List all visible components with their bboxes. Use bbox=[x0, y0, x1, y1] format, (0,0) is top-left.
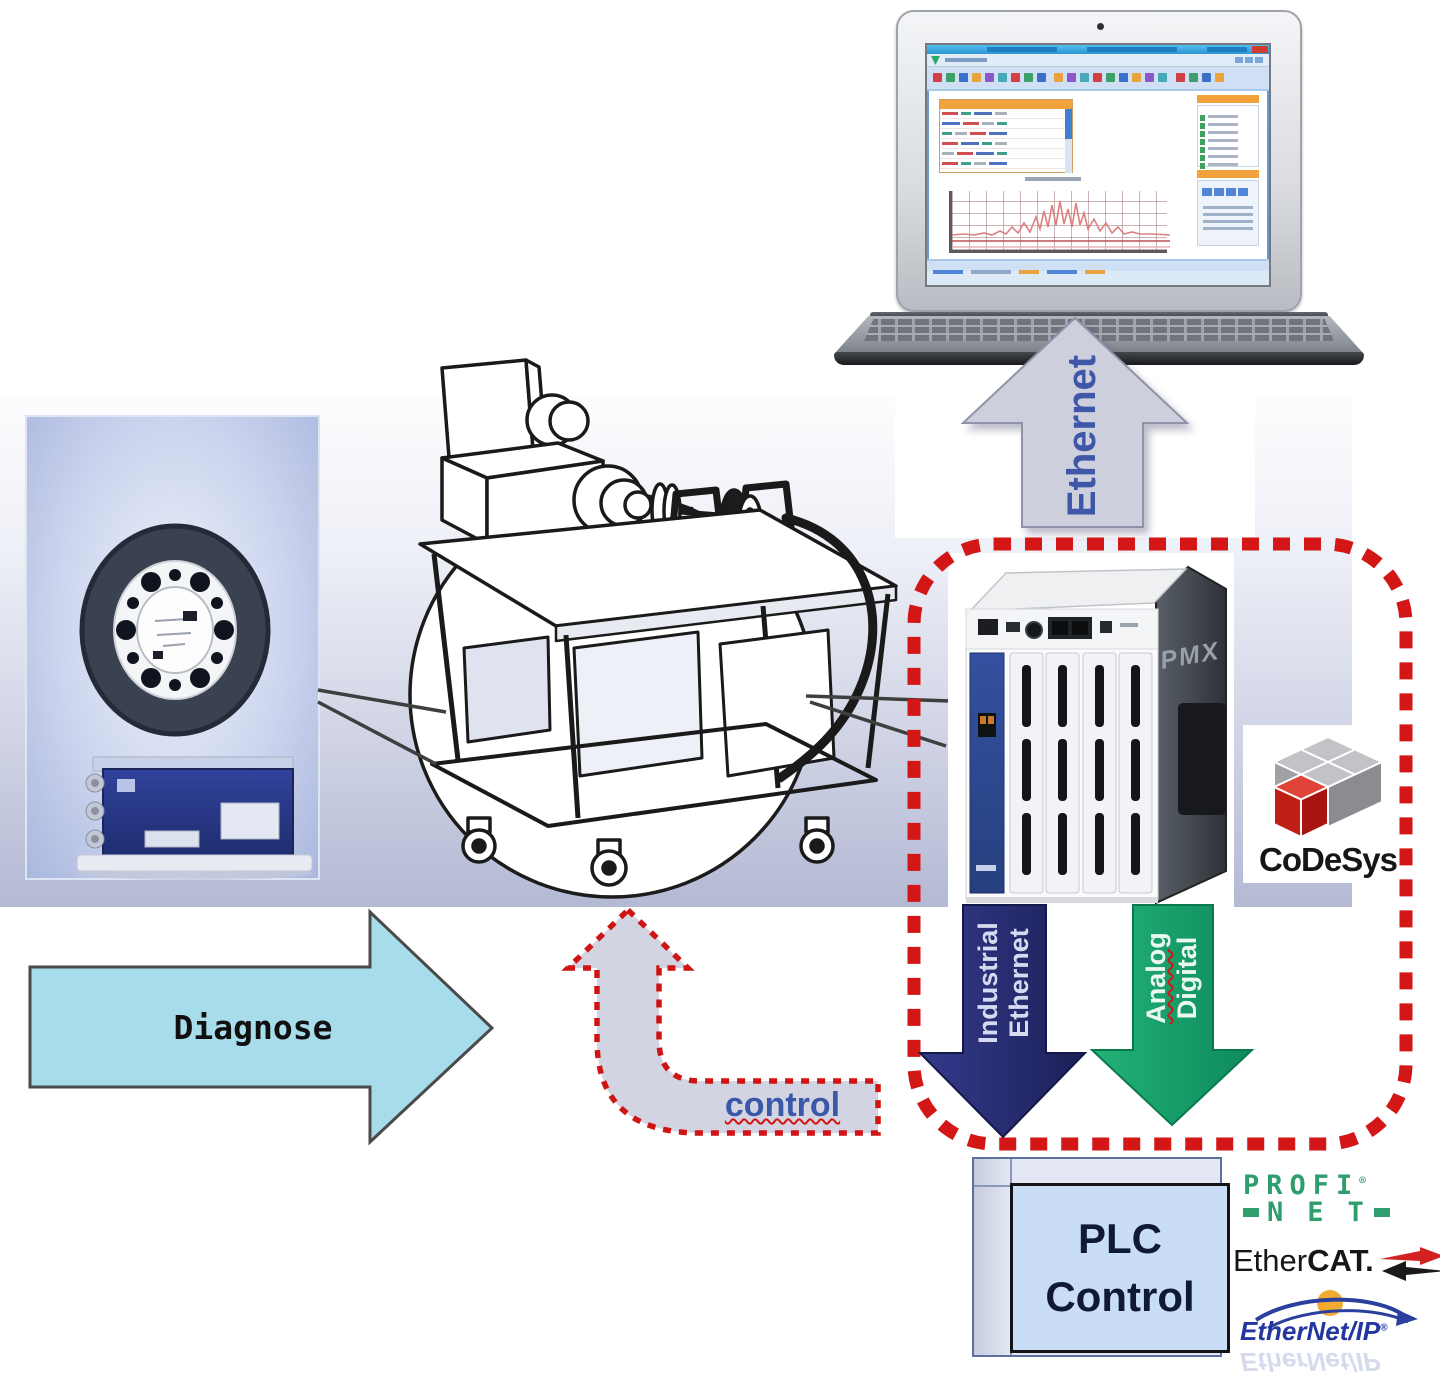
ethernet-ip-text: EtherNet/IP bbox=[1240, 1316, 1381, 1346]
test-bench-drawing bbox=[408, 358, 898, 899]
plc-label-line1: PLC bbox=[1078, 1215, 1162, 1262]
pmx-side-cutout bbox=[1178, 703, 1226, 815]
profinet-reg: ® bbox=[1359, 1174, 1366, 1187]
table-scrollbar bbox=[1065, 109, 1072, 173]
app-titlebar bbox=[927, 45, 1269, 54]
signal-chart bbox=[949, 191, 1171, 253]
flange-bolt-holes bbox=[116, 569, 234, 691]
torque-sensor-photo bbox=[25, 415, 320, 880]
profinet-bar-icon bbox=[1373, 1208, 1390, 1217]
side-panel bbox=[1197, 95, 1259, 253]
ethernet-arrow-label: Ethernet bbox=[1059, 354, 1104, 518]
webcam-icon bbox=[1097, 23, 1104, 30]
analog-label: Analog bbox=[1141, 932, 1171, 1024]
pmx-device bbox=[965, 565, 1227, 905]
diagnose-arrow bbox=[28, 908, 495, 1146]
pmx-cpu-module bbox=[969, 652, 1005, 894]
app-logo-icon bbox=[931, 56, 940, 65]
ethernet-ip-reg: ® bbox=[1380, 1322, 1388, 1334]
codesys-label: CoDeSys bbox=[1259, 841, 1398, 878]
properties-panel bbox=[1197, 180, 1259, 246]
ethercat-arrows-icon bbox=[1380, 1246, 1440, 1281]
app-workspace bbox=[927, 91, 1269, 259]
channel-table bbox=[939, 99, 1073, 173]
codesys-logo: CoDeSys bbox=[1243, 725, 1413, 883]
industrial-ethernet-label: Industrial Ethernet bbox=[971, 898, 1037, 1068]
app-menubar bbox=[927, 54, 1269, 67]
torque-flange-illustration bbox=[76, 523, 313, 880]
bench-machine bbox=[418, 358, 898, 887]
amplifier-label bbox=[220, 802, 280, 840]
window-controls-icon bbox=[1235, 57, 1265, 63]
profinet-row2: NET bbox=[1267, 1197, 1388, 1228]
ethercat-part1: Ether bbox=[1233, 1243, 1308, 1278]
analog-digital-arrow bbox=[1089, 904, 1255, 1127]
table-header bbox=[940, 100, 1072, 109]
pmx-top-face bbox=[968, 568, 1188, 612]
ethernet-ip-label: EtherNet/IP® bbox=[1240, 1316, 1388, 1347]
base-plate bbox=[76, 854, 313, 872]
plc-control-box: PLC Control bbox=[1010, 1183, 1230, 1353]
ethernet-ip-reflection: EtherNet/IP bbox=[1240, 1347, 1381, 1375]
ethernet-ip-swoosh-icon bbox=[1254, 1290, 1418, 1330]
chart-title-bar bbox=[1025, 177, 1081, 181]
laptop bbox=[896, 10, 1302, 312]
digital-label: Digital bbox=[1172, 936, 1202, 1020]
control-label-text: control bbox=[724, 1086, 841, 1124]
pmx-controller-photo: PMX bbox=[948, 553, 1234, 907]
ethernet-arrow bbox=[960, 316, 1190, 528]
control-arrow-label: control bbox=[690, 1086, 875, 1125]
codesys-cube-icon bbox=[1271, 735, 1385, 839]
close-icon bbox=[1252, 46, 1268, 53]
ethercat-logo: EtherCAT. bbox=[1233, 1243, 1440, 1287]
app-toolbar bbox=[927, 67, 1269, 91]
profinet-row1: PROFI bbox=[1243, 1170, 1360, 1201]
industrial-ethernet-line1: Industrial bbox=[973, 922, 1003, 1044]
industrial-ethernet-arrow bbox=[917, 904, 1088, 1139]
ethercat-part2: CAT. bbox=[1307, 1243, 1374, 1278]
amplifier-connectors bbox=[85, 773, 105, 849]
profinet-bar-icon bbox=[1243, 1208, 1259, 1217]
industrial-ethernet-line2: Ethernet bbox=[1004, 928, 1034, 1038]
app-statusbar bbox=[927, 259, 1269, 274]
profinet-logo: PROFI® NET bbox=[1243, 1170, 1411, 1228]
ethernet-ip-logo: EtherNet/IP® EtherNet/IP bbox=[1238, 1290, 1418, 1375]
bench-cable bbox=[775, 513, 878, 783]
plc-label-line2: Control bbox=[1045, 1273, 1195, 1320]
flange-center bbox=[136, 586, 214, 674]
sensor-list bbox=[1197, 105, 1259, 169]
laptop-screen bbox=[925, 43, 1271, 287]
control-arrow bbox=[561, 906, 881, 1136]
analog-digital-label: Analog Digital bbox=[1139, 893, 1205, 1063]
amplifier-label-2 bbox=[144, 830, 200, 848]
laptop-hinge bbox=[870, 312, 1328, 318]
diagnose-arrow-label: Diagnose bbox=[173, 1008, 333, 1047]
flange-engraving bbox=[154, 618, 192, 647]
